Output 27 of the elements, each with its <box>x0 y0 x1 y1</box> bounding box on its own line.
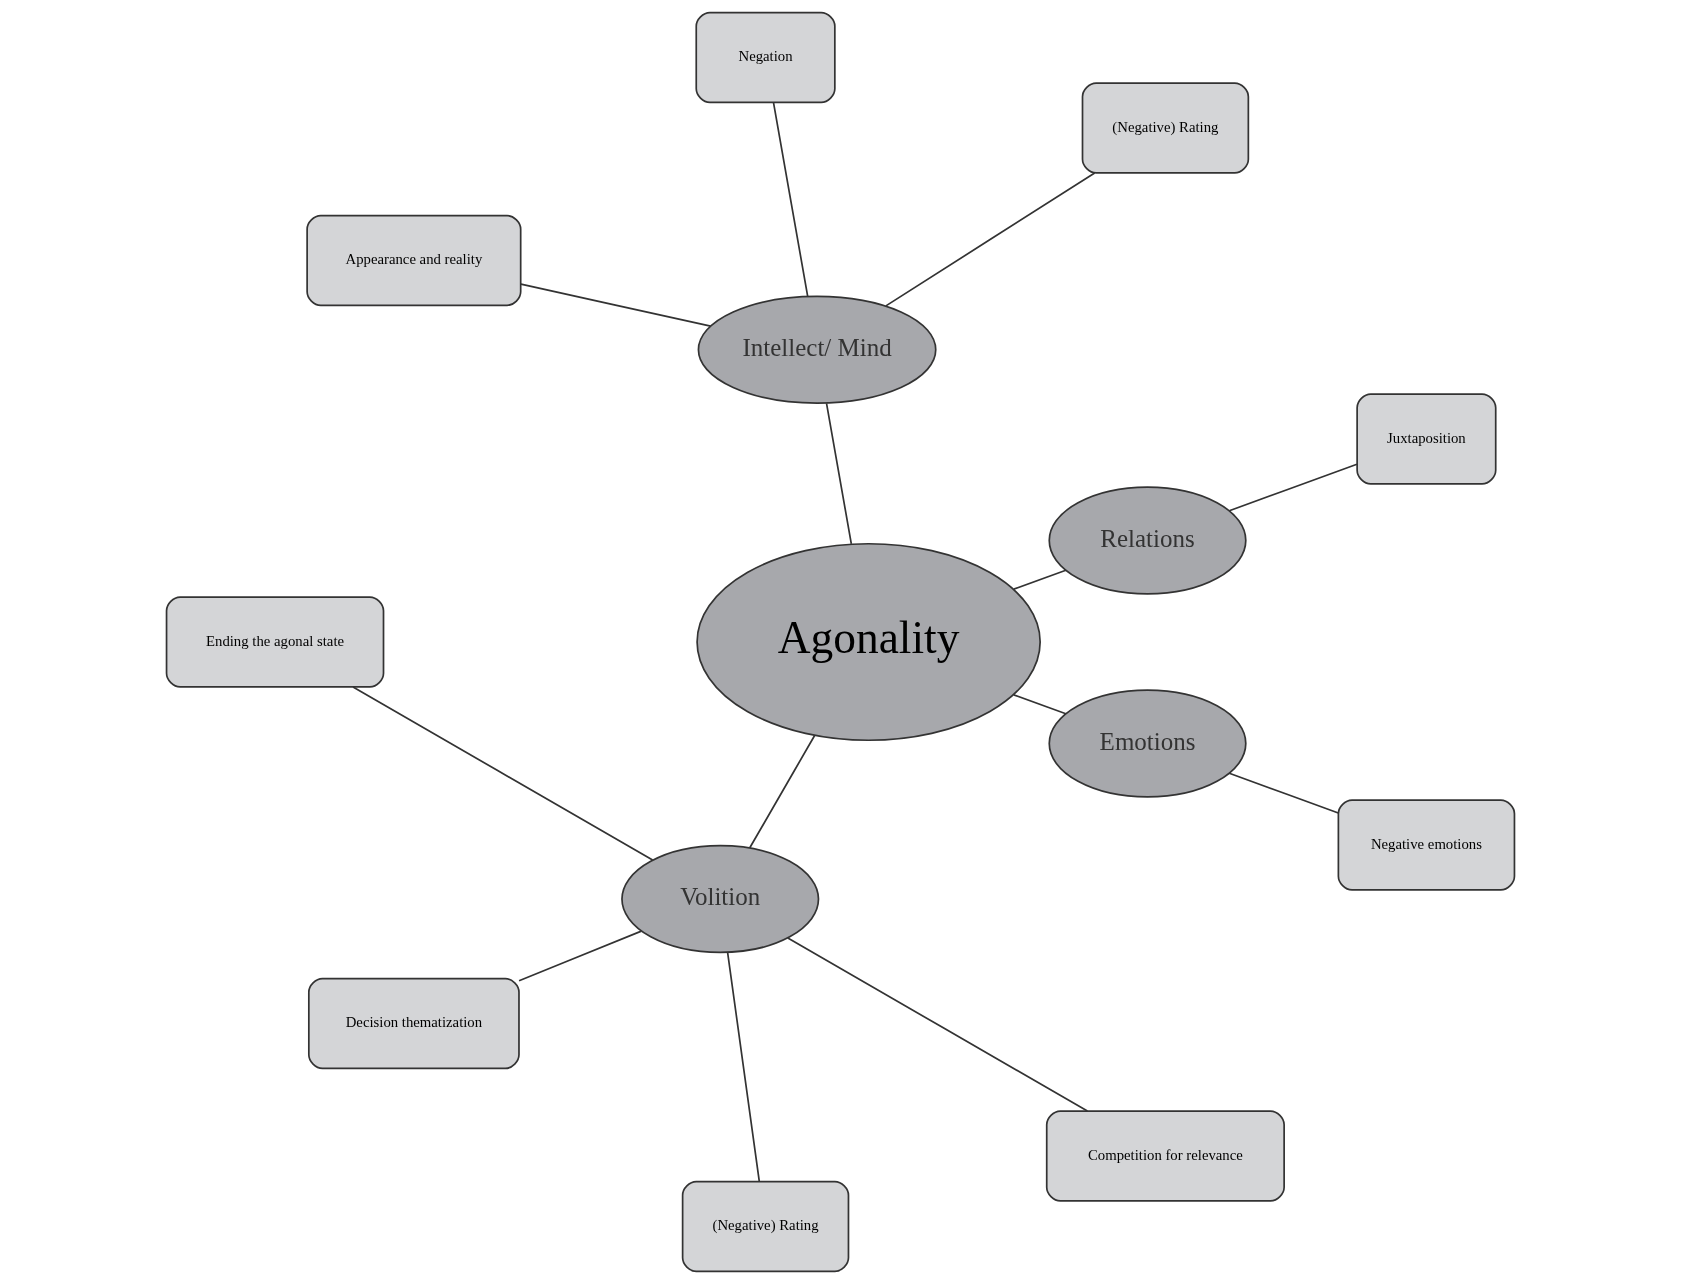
node-box: Negation <box>695 11 836 104</box>
node-box: Juxtaposition <box>1356 393 1497 485</box>
node-box: Decision thematization <box>307 977 520 1070</box>
connector <box>885 172 1096 307</box>
connector <box>726 951 761 1183</box>
node-box: Ending the agonal state <box>165 596 385 688</box>
connector <box>1228 463 1358 512</box>
connector <box>1228 772 1340 814</box>
node-ellipse: Emotions <box>1048 689 1247 798</box>
node-box: Negative emotions <box>1337 799 1516 891</box>
node-ellipse: Agonality <box>696 542 1041 742</box>
node-ellipse: Volition <box>621 844 820 954</box>
connector <box>1012 569 1067 590</box>
node-box: (Negative) Rating <box>1081 82 1250 174</box>
node-box: (Negative) Rating <box>681 1180 850 1273</box>
node-ellipse: Relations <box>1048 486 1247 595</box>
connector <box>748 734 816 849</box>
connector <box>1012 694 1067 715</box>
connector <box>825 402 853 545</box>
node-ellipse: Intellect/ Mind <box>697 295 937 404</box>
connector <box>518 930 643 982</box>
node-box: Appearance and reality <box>306 214 522 307</box>
connector <box>772 101 809 298</box>
connector <box>787 937 1089 1112</box>
node-box: Competition for relevance <box>1045 1110 1285 1202</box>
connector <box>352 686 654 861</box>
connector <box>520 283 712 327</box>
